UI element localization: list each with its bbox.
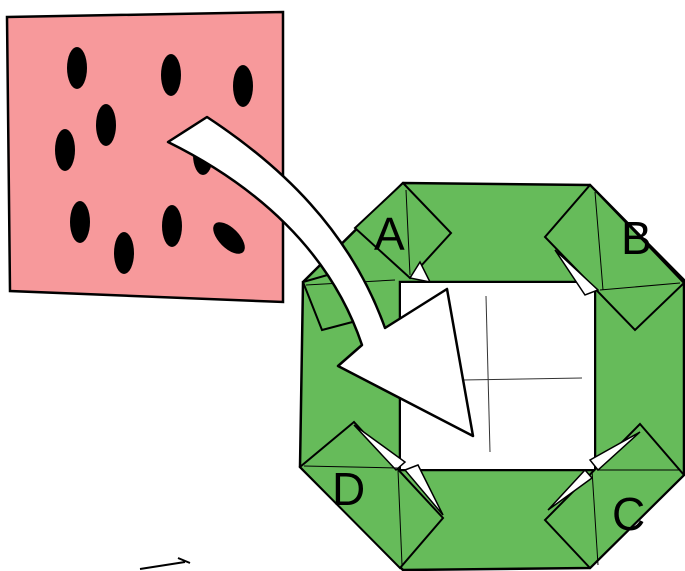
- flap-shape: [298, 420, 445, 570]
- flap-notch: [554, 249, 600, 296]
- seed: [233, 65, 253, 107]
- flap-crease: [405, 189, 411, 276]
- flap-crease: [599, 282, 681, 291]
- origami-frame: A B C D: [298, 181, 685, 571]
- seed: [96, 104, 116, 146]
- seed: [213, 222, 245, 254]
- crease-line: [485, 295, 491, 453]
- corner-label-c: C: [612, 488, 645, 540]
- crease-line: [461, 377, 583, 381]
- flap-shape: [543, 183, 685, 332]
- corner-label-d: D: [332, 463, 365, 515]
- seed: [55, 129, 75, 171]
- seed: [114, 232, 134, 274]
- flap-crease: [397, 469, 403, 566]
- corner-flap-b: [543, 183, 685, 332]
- corner-flap-d: [298, 420, 445, 570]
- flap-notch: [408, 260, 432, 284]
- seed: [161, 54, 181, 96]
- placement-arrow: [166, 115, 475, 438]
- corner-label-b: B: [621, 212, 652, 264]
- corner-flap-a: [301, 181, 453, 332]
- seed: [70, 201, 90, 243]
- flap-crease: [591, 469, 599, 566]
- corner-flap-c: [543, 422, 685, 570]
- flap-notch: [588, 431, 641, 472]
- seed: [67, 47, 87, 89]
- seed: [162, 205, 182, 247]
- flap-notch: [353, 424, 407, 472]
- flap-notch: [403, 464, 444, 516]
- flap-crease: [303, 465, 399, 469]
- flap-notch: [547, 468, 594, 511]
- corner-label-a: A: [374, 208, 405, 260]
- flap-crease: [594, 191, 604, 291]
- stray-stroke: [139, 557, 191, 570]
